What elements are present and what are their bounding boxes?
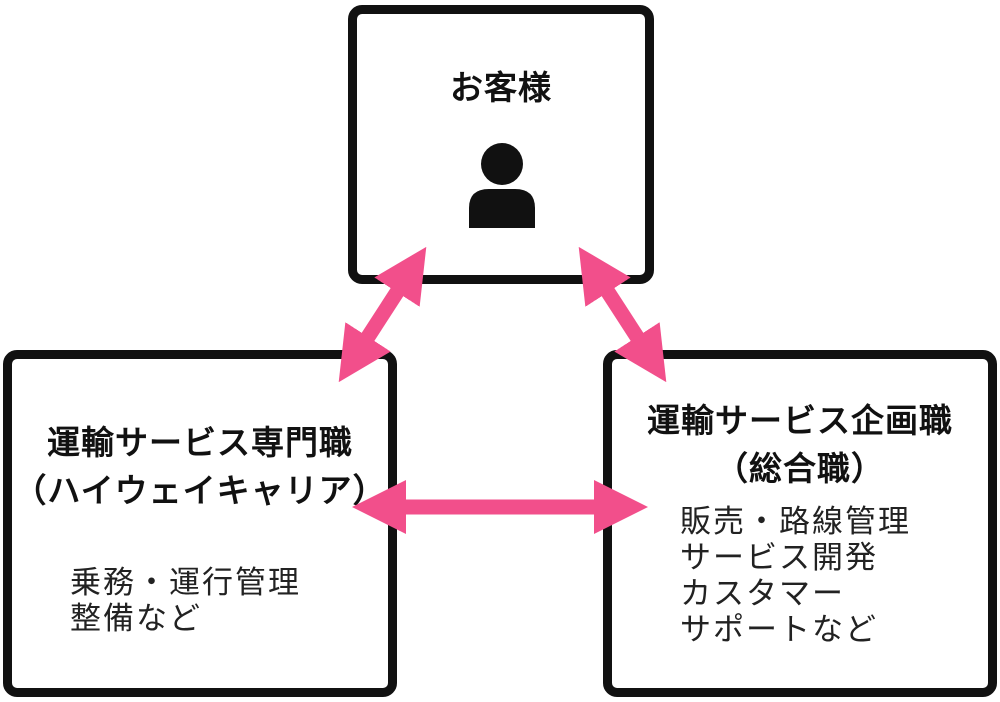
customer-title: お客様 [450,68,552,107]
arrow-customer-right [578,246,667,383]
service-planning-subtitle: （総合職） [715,449,885,488]
duty-line: 販売・路線管理 [680,504,911,540]
duty-line: サポートなど [680,612,878,648]
operations-specialist-duties: 乗務・運行管理 整備など [70,565,301,637]
duty-line: 整備など [70,601,202,637]
service-planning-title: 運輸サービス企画職 [647,401,953,440]
person-icon [469,143,535,228]
customer-box: お客様 [348,5,654,284]
duty-line: サービス開発 [680,540,878,576]
operations-specialist-subtitle: （ハイウェイキャリア） [13,471,387,510]
arrow-customer-left [338,246,427,383]
operations-specialist-box: 運輸サービス専門職 （ハイウェイキャリア） 乗務・運行管理 整備など [3,350,397,697]
operations-specialist-title: 運輸サービス専門職 [47,423,353,462]
duty-line: 乗務・運行管理 [70,565,301,601]
duty-line: カスタマー [680,576,845,612]
service-planning-box: 運輸サービス企画職 （総合職） 販売・路線管理 サービス開発 カスタマー サポー… [603,350,997,697]
service-planning-duties: 販売・路線管理 サービス開発 カスタマー サポートなど [680,504,911,648]
